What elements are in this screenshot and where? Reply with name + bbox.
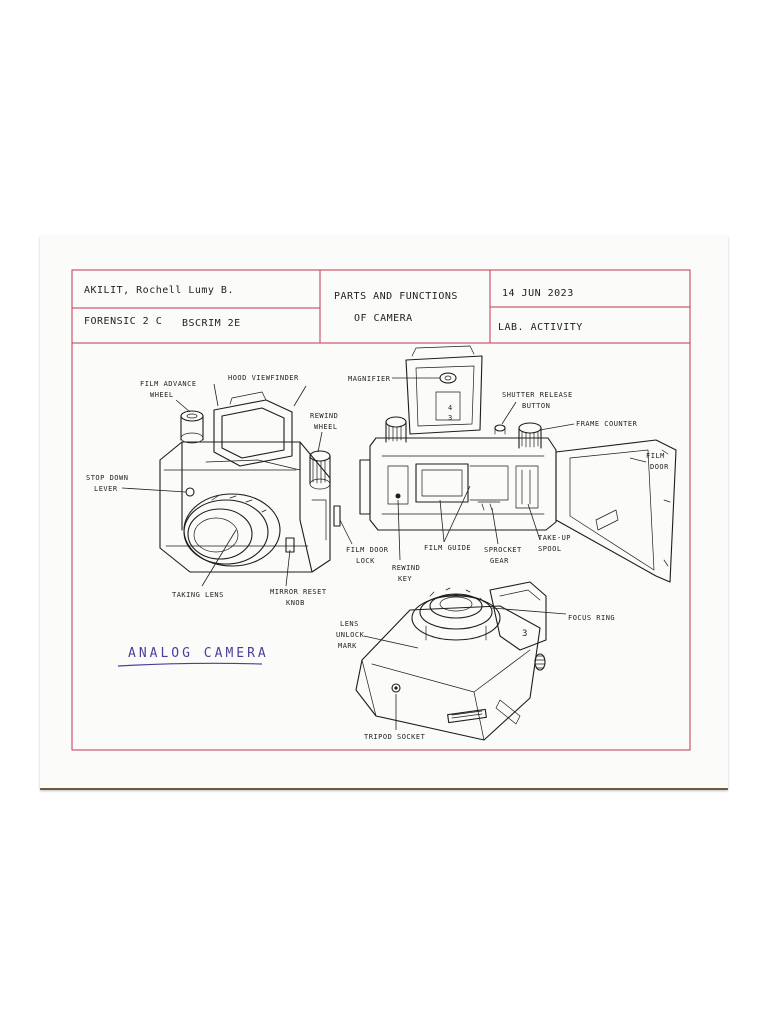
label-stop-down-lever: STOP DOWN — [86, 474, 128, 482]
label-film-door-2: DOOR — [650, 463, 669, 471]
label-magnifier: MAGNIFIER — [348, 375, 391, 383]
label-rewind-key-2: KEY — [398, 575, 412, 583]
activity-type: LAB. ACTIVITY — [498, 322, 583, 333]
camera-front-leaders — [121, 383, 353, 587]
label-take-up-spool: TAKE-UP — [538, 534, 571, 542]
label-sprocket-gear-2: GEAR — [490, 557, 509, 565]
counter-digit-top: 4 — [448, 404, 453, 412]
label-mirror-reset-knob: MIRROR RESET — [270, 588, 327, 596]
drawing-title: ANALOG CAMERA — [128, 646, 269, 661]
label-mirror-reset-knob-2: KNOB — [286, 599, 305, 607]
frame-border — [71, 269, 691, 751]
label-film-door-lock-2: LOCK — [356, 557, 375, 565]
camera-bottom-leaders — [363, 607, 567, 730]
label-sprocket-gear: SPROCKET — [484, 546, 522, 554]
label-frame-counter: FRAME COUNTER — [576, 420, 638, 428]
course-section: FORENSIC 2 C — [84, 316, 162, 327]
label-film-guide: FILM GUIDE — [424, 544, 471, 552]
label-rewind-wheel: REWIND — [310, 412, 338, 420]
label-rewind-key: REWIND — [392, 564, 420, 572]
camera-bottom-view — [355, 581, 547, 741]
label-film-advance-wheel-2: WHEEL — [150, 391, 174, 399]
label-take-up-spool-2: SPOOL — [538, 545, 562, 553]
date: 14 JUN 2023 — [502, 288, 574, 299]
paper-sheet — [40, 236, 728, 790]
camera-front-view — [159, 391, 341, 573]
label-film-door: FILM — [646, 452, 665, 460]
student-name: AKILIT, Rochell Lumy B. — [84, 285, 234, 296]
label-rewind-wheel-2: WHEEL — [314, 423, 338, 431]
title-underline — [117, 662, 263, 667]
label-lens-unlock-mark-3: MARK — [338, 642, 357, 650]
label-film-advance-wheel: FILM ADVANCE — [140, 380, 197, 388]
label-taking-lens: TAKING LENS — [172, 591, 224, 599]
label-tripod-socket: TRIPOD SOCKET — [364, 733, 426, 741]
camera-back-view — [359, 345, 677, 583]
label-shutter-release-button: SHUTTER RELEASE — [502, 391, 573, 399]
label-film-door-lock: FILM DOOR — [346, 546, 389, 554]
body-digit: 3 — [522, 629, 528, 639]
counter-digit-bottom: 3 — [448, 414, 453, 422]
label-shutter-release-button-2: BUTTON — [522, 402, 550, 410]
label-lens-unlock-mark: LENS — [340, 620, 359, 628]
course-code: BSCRIM 2E — [182, 318, 241, 329]
label-hood-viewfinder: HOOD VIEWFINDER — [228, 374, 299, 382]
title-line-1: PARTS AND FUNCTIONS — [334, 291, 458, 302]
label-lens-unlock-mark-2: UNLOCK — [336, 631, 365, 639]
camera-back-leaders — [392, 377, 647, 561]
title-line-2: OF CAMERA — [354, 313, 413, 324]
label-focus-ring: FOCUS RING — [568, 614, 615, 622]
label-stop-down-lever-2: LEVER — [94, 485, 118, 493]
